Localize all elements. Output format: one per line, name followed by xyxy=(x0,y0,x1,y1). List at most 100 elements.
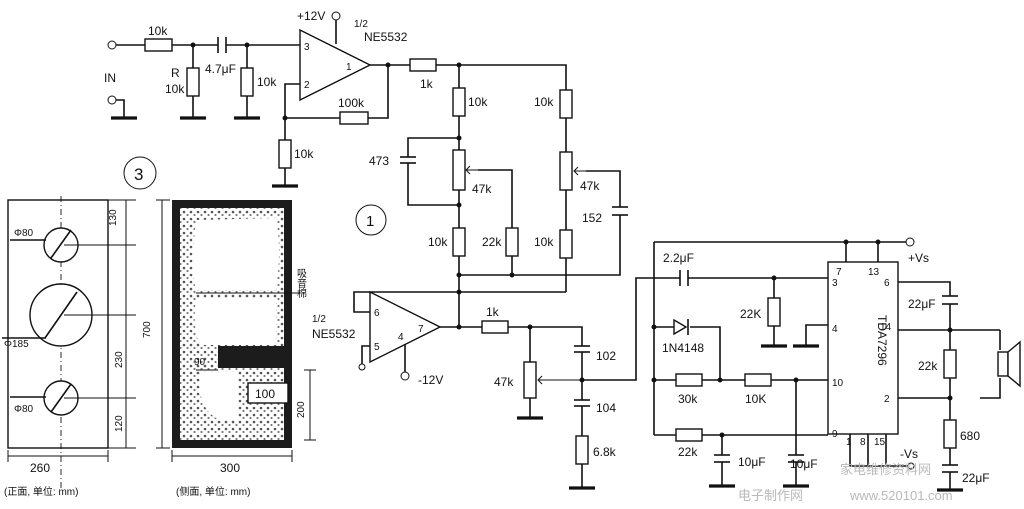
r-resistor xyxy=(186,67,200,97)
stage-1-marker xyxy=(355,204,387,236)
bootstrap-cap-value: 22μF xyxy=(908,297,936,311)
opamp-2-supply: -12V xyxy=(418,373,443,387)
svg-text:2: 2 xyxy=(304,80,310,91)
tone-top-right-resistor xyxy=(559,89,573,119)
svg-text:13: 13 xyxy=(868,267,880,278)
tone-top-left-resistor-value: 10k xyxy=(468,95,488,109)
amp-input-cap-value: 2.2μF xyxy=(663,251,694,265)
tone-left-pot[interactable] xyxy=(452,149,466,191)
output-cap-value: 22μF xyxy=(962,471,990,485)
vs-positive-label: +Vs xyxy=(908,251,929,265)
svg-text:Φ80: Φ80 xyxy=(14,228,34,239)
output-feedback-resistor-value: 22k xyxy=(918,359,938,373)
tone-right-cap-value: 152 xyxy=(582,211,602,225)
absorb-label: 吸音棉 xyxy=(295,268,307,298)
opamp-1-output-resistor-value: 1k xyxy=(420,77,434,91)
opamp-2-output-resistor xyxy=(481,320,509,334)
svg-text:2: 2 xyxy=(884,394,890,405)
svg-text:130: 130 xyxy=(108,209,119,226)
svg-text:1: 1 xyxy=(346,62,352,73)
watermark: 家电维修资料网 www.520101.com 电子制作网 xyxy=(738,462,953,503)
opamp-1-supply: +12V xyxy=(297,9,325,23)
resistor-22k xyxy=(675,428,703,442)
resistor-30k-value: 30k xyxy=(678,392,698,406)
svg-text:6: 6 xyxy=(374,308,380,319)
resistor-10k xyxy=(744,373,772,387)
svg-text:8: 8 xyxy=(860,437,866,448)
in-terminal-top xyxy=(107,40,117,50)
output-ground-resistor xyxy=(575,435,589,465)
opamp-2-output-resistor-value: 1k xyxy=(486,305,500,319)
svg-text:3: 3 xyxy=(134,165,143,184)
resistor-30k xyxy=(675,373,703,387)
svg-text:300: 300 xyxy=(220,461,240,475)
opamp-1: 3 2 1 +12V 1/2 NE5532 100k 10k 1k xyxy=(272,9,567,188)
opamp-2: 6 5 4 7 -12V 1/2 NE5532 1k 47k 102 104 6… xyxy=(312,277,668,490)
tone-left-pot-value: 47k xyxy=(472,182,492,196)
input-series-resistor xyxy=(144,38,173,52)
tone-right-pot-value: 47k xyxy=(580,179,600,193)
ground-resistor-1 xyxy=(278,139,292,169)
in-terminal-bottom xyxy=(107,95,117,105)
speaker-icon xyxy=(997,351,1009,377)
opamp-2-name: NE5532 xyxy=(312,327,356,341)
tone-bottom-right-resistor-value: 10k xyxy=(534,235,554,249)
tone-right-pot[interactable] xyxy=(559,151,573,191)
port-tube xyxy=(218,346,284,368)
svg-text:Φ185: Φ185 xyxy=(4,339,29,350)
enclosure-front-view: 3 Φ80 Φ185 Φ80 130 230 120 260 700 (正面, … xyxy=(2,156,170,498)
opamp-1-body xyxy=(299,28,372,102)
svg-text:3: 3 xyxy=(304,42,310,53)
tone-mid-resistor-value: 22k xyxy=(482,235,502,249)
svg-text:6: 6 xyxy=(884,278,890,289)
svg-text:电子制作网: 电子制作网 xyxy=(738,488,803,503)
tone-top-left-resistor xyxy=(452,87,466,117)
input-cap-value: 4.7μF xyxy=(205,62,236,76)
svg-text:260: 260 xyxy=(30,461,50,475)
svg-text:7: 7 xyxy=(418,324,424,335)
input-series-resistor-value: 10k xyxy=(148,24,168,38)
front-view-caption: (正面, 单位: mm) xyxy=(4,485,78,498)
svg-text:4: 4 xyxy=(832,324,838,335)
opamp-1-output-resistor xyxy=(409,58,437,72)
tone-left-cap-value: 473 xyxy=(369,154,389,168)
tone-network: 10k 473 47k 10k 22k 10k 152 47k 10k 1 xyxy=(355,62,628,325)
svg-text:4: 4 xyxy=(398,332,404,343)
vs-negative-label: -Vs xyxy=(900,447,918,461)
svg-text:1: 1 xyxy=(846,437,852,448)
svg-text:Φ80: Φ80 xyxy=(14,404,34,415)
svg-text:www.520101.com: www.520101.com xyxy=(849,488,953,503)
svg-text:家电维修资料网: 家电维修资料网 xyxy=(840,462,931,477)
in-label: IN xyxy=(104,71,116,85)
svg-text:10: 10 xyxy=(832,378,844,389)
svg-text:100: 100 xyxy=(255,387,275,401)
svg-text:5: 5 xyxy=(374,342,380,353)
cap-10uf-a-value: 10μF xyxy=(738,455,766,469)
bias-resistor xyxy=(240,67,254,97)
tone-bottom-right-resistor xyxy=(559,229,573,259)
tone-bottom-left-resistor xyxy=(452,227,466,257)
diode-label: 1N4148 xyxy=(662,341,704,355)
output-cap-1-value: 102 xyxy=(596,349,616,363)
svg-text:230: 230 xyxy=(114,351,125,368)
svg-text:9: 9 xyxy=(832,429,838,440)
opamp-1-name: NE5532 xyxy=(364,30,408,44)
bias-resistor-value: 10k xyxy=(257,75,277,89)
svg-text:14: 14 xyxy=(880,322,892,333)
figure-3-marker xyxy=(123,156,157,190)
svg-text:90: 90 xyxy=(194,357,206,368)
output-pot[interactable] xyxy=(523,361,537,399)
r-value: 10k xyxy=(165,82,185,96)
amp-input-resistor-value: 22K xyxy=(740,307,761,321)
output-ground-resistor-value: 6.8k xyxy=(593,445,617,459)
tone-top-right-resistor-value: 10k xyxy=(534,95,554,109)
feedback-resistor-value: 100k xyxy=(338,96,365,110)
crossover-box xyxy=(247,382,289,404)
enclosure-side-view: 100 90 吸音棉 200 300 (侧面, 单位: mm) xyxy=(171,200,316,498)
tda7296-ic xyxy=(827,261,899,435)
feedback-resistor xyxy=(339,111,369,125)
svg-text:1: 1 xyxy=(366,213,374,230)
amp-input-resistor xyxy=(767,297,781,327)
svg-text:7: 7 xyxy=(836,267,842,278)
opamp-2-fraction: 1/2 xyxy=(312,314,326,325)
